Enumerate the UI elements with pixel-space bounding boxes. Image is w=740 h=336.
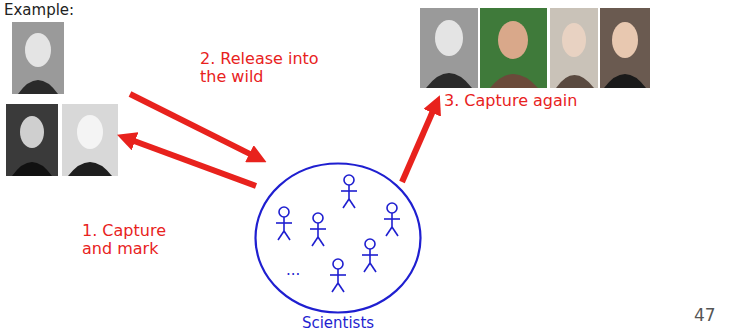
figure-head <box>365 239 375 249</box>
figure-leg <box>278 231 284 240</box>
figure-head <box>313 213 323 223</box>
figure-arms <box>330 274 346 276</box>
step-label: 1. Capture and mark <box>82 222 192 259</box>
figure-arms <box>362 254 378 256</box>
ellipse-outline <box>254 162 422 314</box>
figure-leg <box>318 237 324 246</box>
figure-head <box>279 207 289 217</box>
ellipse-border <box>256 164 421 313</box>
figure-body <box>391 213 393 227</box>
stick-figure <box>310 213 326 246</box>
step-label: 2. Release into the wild <box>200 50 320 87</box>
figure-arms <box>341 190 357 192</box>
photo <box>420 8 478 88</box>
figure-leg <box>343 199 349 208</box>
photo <box>62 104 118 176</box>
figure-body <box>283 217 285 231</box>
figure-arms <box>384 218 400 220</box>
figure-arms <box>310 228 326 230</box>
figure-leg <box>332 283 338 292</box>
figure-body <box>317 223 319 237</box>
stick-figure <box>276 207 292 240</box>
stick-figure <box>341 175 357 208</box>
stick-figure <box>384 203 400 236</box>
figure-head <box>333 259 343 269</box>
photo <box>12 22 64 94</box>
photo <box>550 8 598 88</box>
ellipsis: ... <box>286 262 316 279</box>
stick-figure <box>330 259 346 292</box>
node-label: Scientists <box>254 315 422 332</box>
figure-leg <box>386 227 392 236</box>
figure-leg <box>284 231 290 240</box>
figure-leg <box>312 237 318 246</box>
figure-head <box>344 175 354 185</box>
population-ellipse: Scientists <box>254 162 422 314</box>
figure-body <box>369 249 371 263</box>
figure-body <box>348 185 350 199</box>
figure-leg <box>338 283 344 292</box>
photo <box>480 8 547 88</box>
figure-arms <box>276 222 292 224</box>
recapture-arrow <box>402 104 436 182</box>
photo <box>6 104 58 176</box>
figure-leg <box>364 263 370 272</box>
figure-leg <box>370 263 376 272</box>
step-label: 3. Capture again <box>444 92 614 110</box>
stick-figure <box>362 239 378 272</box>
figure-head <box>387 203 397 213</box>
photo <box>600 8 650 88</box>
figure-leg <box>392 227 398 236</box>
title-text: Example: <box>4 2 74 19</box>
figure-leg <box>349 199 355 208</box>
capture-arrow <box>126 138 256 186</box>
figure-body <box>337 269 339 283</box>
page-number: 47 <box>694 306 734 326</box>
